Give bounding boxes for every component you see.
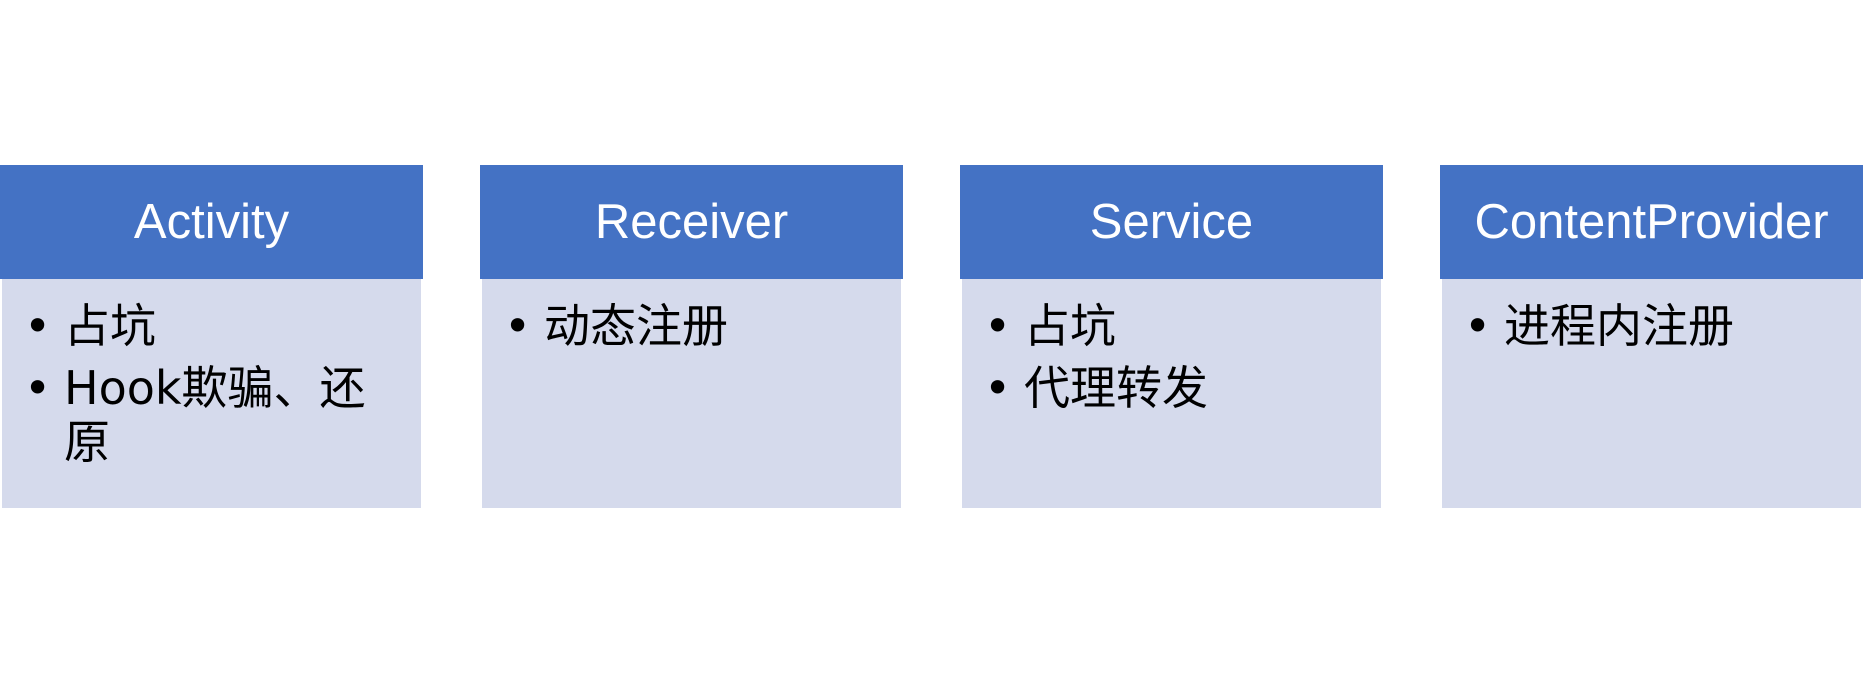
bullet-icon: • xyxy=(504,299,532,353)
list-item-text: 占坑 xyxy=(64,299,156,353)
column-body: •动态注册 xyxy=(482,279,901,508)
list-item: •动态注册 xyxy=(504,299,877,353)
column-body: •占坑 •Hook欺骗、还原 xyxy=(2,279,421,508)
list-item: •占坑 xyxy=(24,299,397,353)
column-receiver: Receiver •动态注册 xyxy=(480,165,903,508)
list-item-text: 动态注册 xyxy=(544,299,728,353)
list-item-text: 占坑 xyxy=(1024,299,1116,353)
list-item: •占坑 xyxy=(984,299,1357,353)
list-item-text: 代理转发 xyxy=(1024,361,1208,415)
bullet-icon: • xyxy=(984,299,1012,353)
column-activity: Activity •占坑 •Hook欺骗、还原 xyxy=(0,165,423,508)
list-item-text: 进程内注册 xyxy=(1504,299,1734,353)
column-body: •进程内注册 xyxy=(1442,279,1861,508)
column-header: Activity xyxy=(0,165,423,279)
column-body: •占坑 •代理转发 xyxy=(962,279,1381,508)
component-diagram: Activity •占坑 •Hook欺骗、还原 Receiver •动态注册 S… xyxy=(0,165,1863,508)
bullet-icon: • xyxy=(24,299,52,353)
bullet-list: •进程内注册 xyxy=(1464,299,1837,353)
bullet-list: •动态注册 xyxy=(504,299,877,353)
list-item-text: Hook欺骗、还原 xyxy=(64,361,366,469)
column-header: ContentProvider xyxy=(1440,165,1863,279)
list-item: •代理转发 xyxy=(984,361,1357,415)
bullet-icon: • xyxy=(1464,299,1492,353)
column-header: Service xyxy=(960,165,1383,279)
bullet-icon: • xyxy=(24,361,52,415)
bullet-list: •占坑 •Hook欺骗、还原 xyxy=(24,299,397,469)
column-contentprovider: ContentProvider •进程内注册 xyxy=(1440,165,1863,508)
bullet-icon: • xyxy=(984,361,1012,415)
bullet-list: •占坑 •代理转发 xyxy=(984,299,1357,415)
column-header: Receiver xyxy=(480,165,903,279)
column-service: Service •占坑 •代理转发 xyxy=(960,165,1383,508)
list-item: •Hook欺骗、还原 xyxy=(24,361,397,469)
list-item: •进程内注册 xyxy=(1464,299,1837,353)
